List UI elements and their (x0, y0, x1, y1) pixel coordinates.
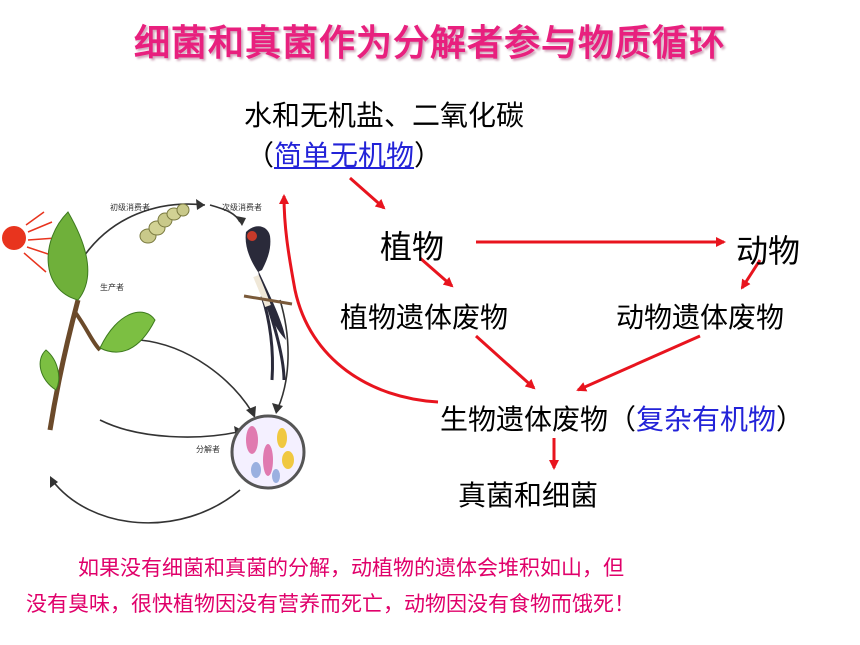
label-producer: 生产者 (100, 282, 124, 292)
label-primary-consumer: 初级消费者 (110, 202, 150, 212)
arrow-inorganic-to-plant (349, 176, 386, 210)
node-animal: 动物 (736, 232, 801, 270)
node-plant-remains: 植物遗体废物 (340, 301, 509, 334)
label-decomposer: 分解者 (196, 444, 220, 454)
arrow-animal-remains-to-bio (576, 334, 701, 392)
arrow-bio-back-to-inorganic (279, 194, 439, 404)
node-bio-remains-label: 生物遗体废物 (440, 403, 609, 436)
page-title: 细菌和真菌作为分解者参与物质循环 (133, 23, 726, 64)
node-inorganic-label: 水和无机盐、二氧化碳 (244, 99, 525, 132)
node-plant: 植物 (380, 228, 445, 266)
node-inorganic: 水和无机盐、二氧化碳 (244, 94, 524, 134)
node-simple-inorganic: （简单无机物） (246, 134, 442, 174)
paren-open: （ (246, 139, 275, 172)
node-animal-remains: 动物遗体废物 (616, 301, 785, 334)
sun-icon (2, 211, 57, 273)
link-simple-inorganic[interactable]: 简单无机物 (274, 139, 415, 172)
paren-close-2: ） (776, 403, 805, 436)
node-bio-remains: 生物遗体废物（复杂有机物） (440, 398, 804, 438)
plant-icon (39, 211, 156, 431)
paren-close: ） (414, 139, 443, 172)
decomposer-microbe-icon (230, 414, 306, 490)
arrow-plant-remains-to-bio (474, 334, 536, 390)
footnote-line-1: 如果没有细菌和真菌的分解，动植物的遗体会堆积如山，但 (78, 556, 624, 580)
label-secondary-consumer: 次级消费者 (222, 202, 262, 212)
paren-open-2: （ (608, 403, 637, 436)
swallow-bird-icon (243, 226, 293, 381)
footnote-line-2: 没有臭味，很快植物因没有营养而死亡，动物因没有食物而饿死！ (26, 592, 635, 616)
node-complex-organic: 复杂有机物 (636, 403, 777, 436)
caterpillar-icon (139, 203, 190, 244)
arrow-animal-to-animal-remains (740, 259, 762, 290)
node-decomposers: 真菌和细菌 (458, 479, 599, 512)
arrow-plant-to-plant-remains (419, 256, 454, 288)
